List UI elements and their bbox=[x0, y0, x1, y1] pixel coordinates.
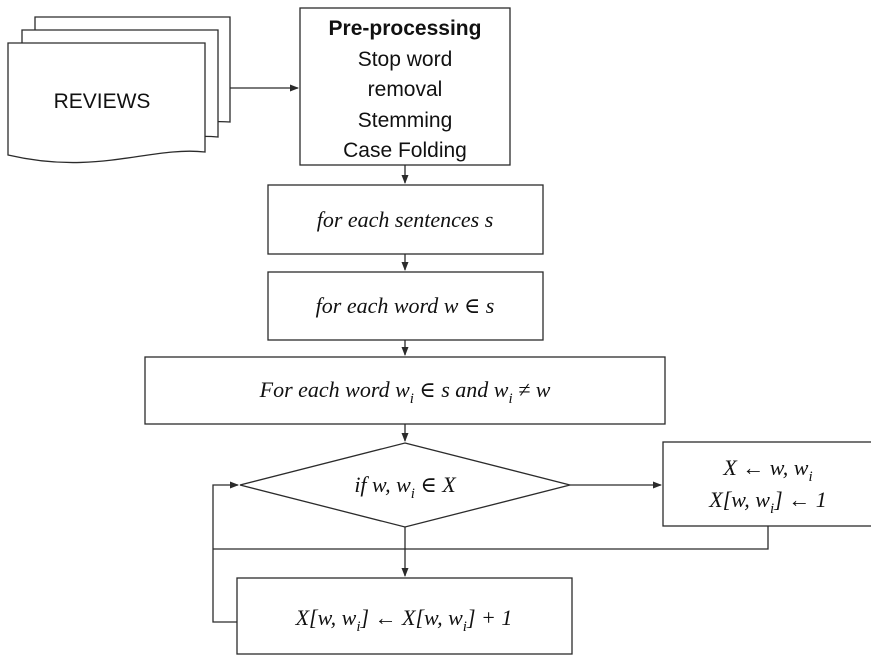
pairs-loop-label: For each word wi ∈ s and wi ≠ w bbox=[259, 377, 551, 407]
words-loop-box: for each word w ∈ s bbox=[267, 271, 544, 341]
decision-label: if w, wi ∈ X bbox=[354, 472, 457, 502]
preprocessing-step: removal bbox=[368, 78, 443, 101]
init-box: X ← w, wi X[w, wi] ← 1 bbox=[662, 441, 871, 527]
preprocessing-title: Pre-processing bbox=[329, 17, 482, 40]
sentences-loop-label: for each sentences s bbox=[317, 207, 494, 232]
init-line-1: X ← w, wi bbox=[722, 455, 812, 485]
init-return-connector bbox=[213, 526, 769, 550]
increment-label: X[w, wi] ← X[w, wi] + 1 bbox=[295, 605, 513, 635]
preprocessing-step: Case Folding bbox=[343, 139, 467, 162]
increment-box: X[w, wi] ← X[w, wi] + 1 bbox=[236, 577, 573, 655]
loop-back-connector bbox=[212, 481, 239, 623]
document-front bbox=[7, 42, 206, 164]
preprocessing-step: Stemming bbox=[358, 109, 453, 132]
words-loop-label: for each word w ∈ s bbox=[316, 293, 495, 318]
preprocessing-box: Pre-processing Stop word removal Stemmin… bbox=[299, 7, 511, 166]
pairs-loop-box: For each word wi ∈ s and wi ≠ w bbox=[144, 356, 666, 425]
sentences-loop-box: for each sentences s bbox=[267, 184, 544, 255]
preprocessing-step: Stop word bbox=[358, 48, 453, 71]
decision-diamond: if w, wi ∈ X bbox=[239, 442, 571, 528]
init-line-2: X[w, wi] ← 1 bbox=[708, 487, 826, 517]
reviews-document-stack: REVIEWS bbox=[7, 16, 231, 164]
reviews-label: REVIEWS bbox=[54, 90, 151, 113]
